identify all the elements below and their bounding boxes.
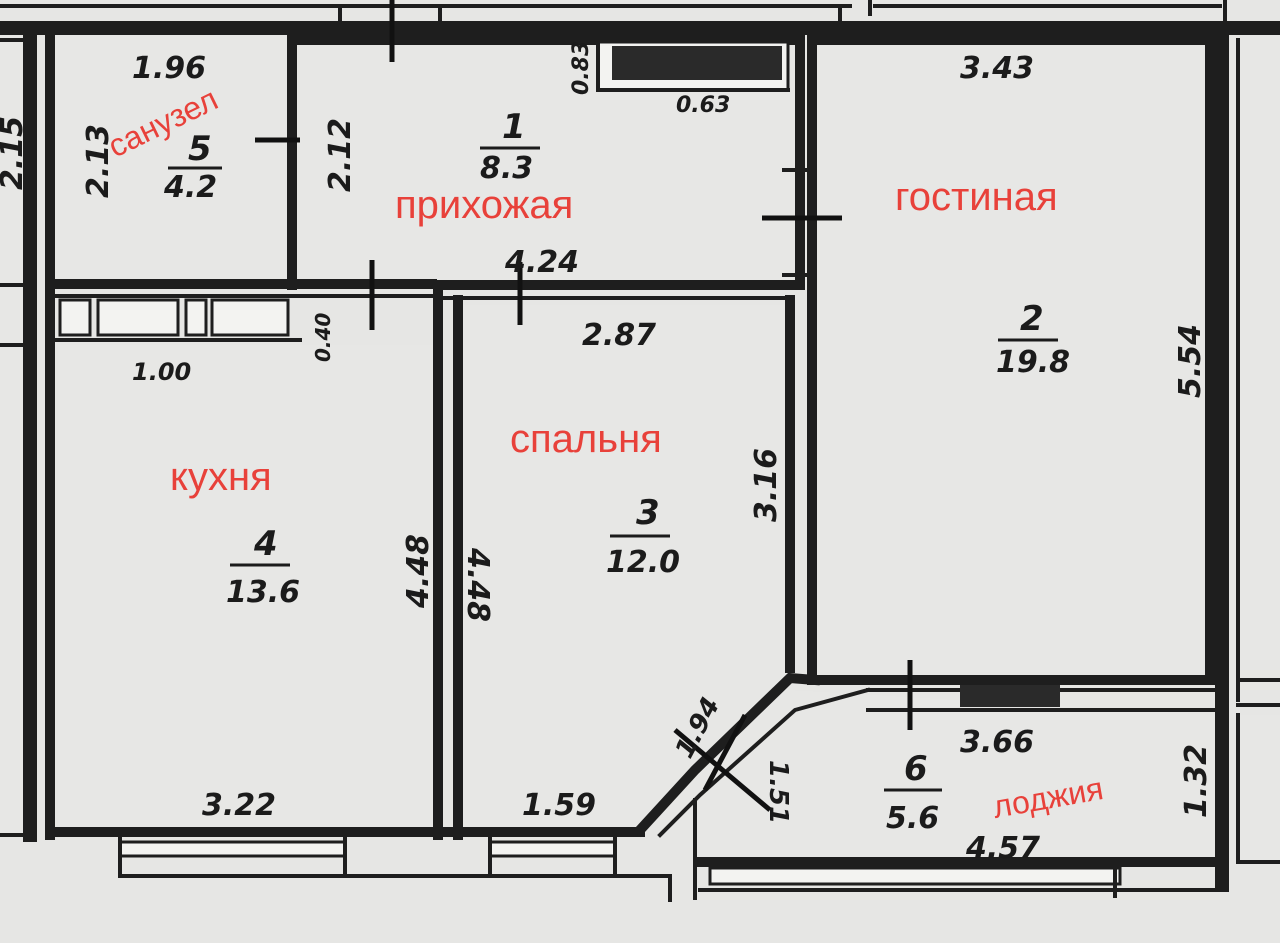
room-label-living: гостиная — [895, 175, 1058, 219]
room-numbers: 5 4.2 1 8.3 2 19.8 4 13.6 3 12.0 6 5.6 — [163, 107, 1070, 836]
room-number-bathroom: 5 — [188, 129, 212, 169]
dim-label: 2.15 — [0, 116, 30, 190]
dimension-labels: 2.15 1.96 2.13 2.12 4.24 0.63 0.83 3.43 … — [0, 41, 1214, 866]
room-area-hallway: 8.3 — [480, 151, 533, 186]
dim-label: 0.40 — [311, 313, 335, 362]
room-label-bedroom: спальня — [510, 417, 662, 461]
dim-label: 2.12 — [323, 118, 358, 192]
dim-label: 4.48 — [460, 547, 495, 622]
dimension-ticks — [255, 0, 913, 812]
room-number-kitchen: 4 — [253, 524, 278, 564]
room-area-bathroom: 4.2 — [163, 170, 217, 205]
room-area-bedroom: 12.0 — [606, 545, 680, 580]
dim-label: 1.00 — [132, 358, 191, 386]
dim-label: 5.54 — [1173, 324, 1208, 398]
dim-label: 1.59 — [522, 788, 596, 823]
dim-label: 4.24 — [504, 245, 579, 280]
dim-label: 3.22 — [202, 788, 276, 823]
dim-label: 3.43 — [960, 51, 1034, 86]
room-number-hallway: 1 — [502, 107, 526, 147]
room-number-living: 2 — [1020, 299, 1044, 339]
room-fills — [0, 36, 1280, 860]
room-area-kitchen: 13.6 — [226, 575, 300, 610]
dim-label: 3.66 — [960, 725, 1034, 760]
dim-label: 1.96 — [132, 51, 206, 86]
room-label-hallway: прихожая — [395, 183, 573, 227]
room-area-loggia: 5.6 — [886, 801, 939, 836]
room-number-loggia: 6 — [904, 749, 928, 789]
dim-label: 4.57 — [965, 831, 1040, 866]
room-label-kitchen: кухня — [170, 455, 272, 499]
dim-label: 4.48 — [401, 534, 436, 609]
dim-label: 0.63 — [676, 93, 730, 118]
dim-label: 2.13 — [81, 124, 116, 198]
dim-label: 2.87 — [582, 318, 656, 353]
dim-label: 3.16 — [749, 448, 784, 522]
dim-label: 0.83 — [569, 41, 594, 95]
dim-label: 1.32 — [1179, 744, 1214, 818]
walls — [0, 0, 1280, 902]
dim-label: 1.51 — [763, 760, 793, 824]
room-number-bedroom: 3 — [636, 493, 660, 533]
room-area-living: 19.8 — [996, 345, 1070, 380]
